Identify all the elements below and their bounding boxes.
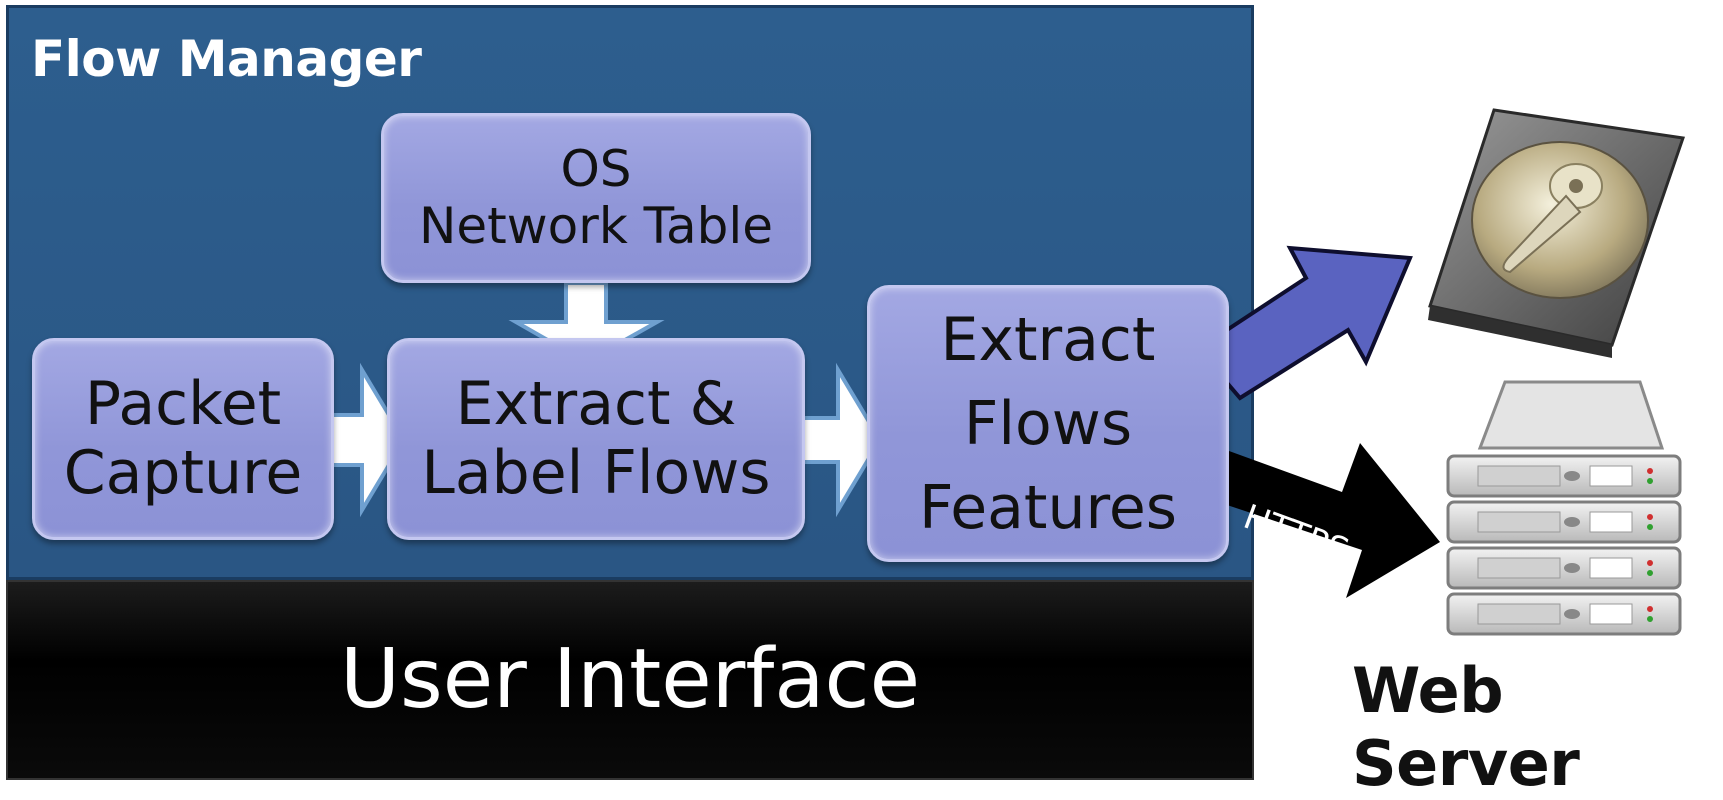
hard-drive-icon [1428, 108, 1686, 358]
os-network-table-box: OS Network Table [381, 113, 811, 283]
packet-capture-line-1: Packet [84, 369, 282, 439]
server-rack-icon [1446, 380, 1682, 636]
extract-label-flows-line-1: Extract & [455, 369, 737, 439]
web-server-label: Web Server [1352, 654, 1580, 800]
flow-manager-title: Flow Manager [31, 30, 422, 88]
user-interface-panel: User Interface [6, 580, 1254, 780]
packet-capture-line-2: Capture [63, 438, 303, 508]
extract-flows-features-line-2: Flows [963, 388, 1133, 459]
extract-label-flows-line-2: Label Flows [421, 438, 771, 508]
extract-label-flows-box: Extract & Label Flows [387, 338, 805, 540]
user-interface-label: User Interface [339, 632, 921, 727]
extract-flows-features-box: Extract Flows Features [867, 285, 1229, 562]
os-network-table-line-1: OS [560, 139, 632, 198]
os-network-table-line-2: Network Table [419, 197, 773, 255]
packet-capture-box: Packet Capture [32, 338, 334, 540]
https-label: HTTPS [1238, 497, 1355, 572]
extract-flows-features-line-3: Features [919, 472, 1177, 543]
extract-flows-features-line-1: Extract [940, 304, 1156, 375]
